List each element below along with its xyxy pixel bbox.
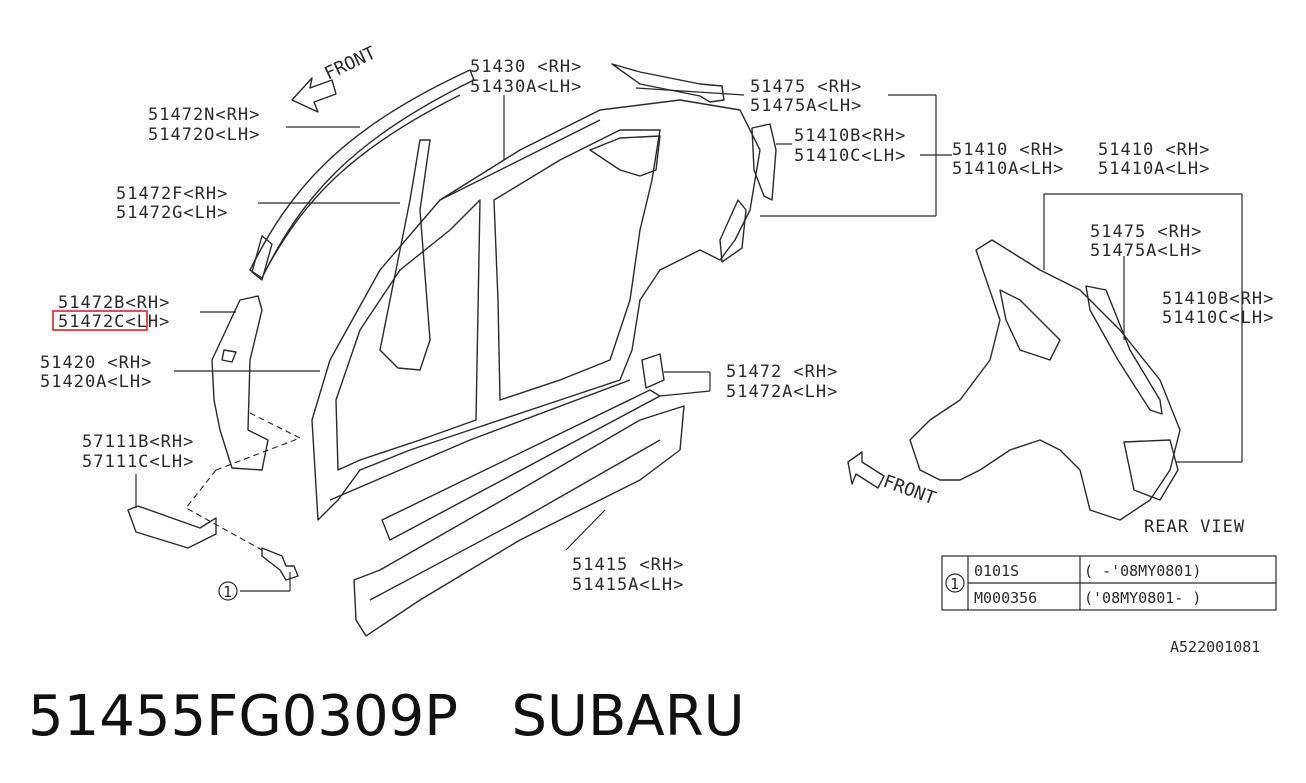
bracket-57111B: [127, 505, 217, 549]
svg-text:57111B<RH>: 57111B<RH>: [82, 432, 194, 452]
table-range-1: ( -'08MY0801): [1084, 562, 1201, 580]
rocker-outer-51415: [353, 405, 685, 637]
leader-lines: [135, 87, 1243, 592]
label-51472N: 51472N<RH> 51472O<LH>: [148, 105, 260, 145]
label-51472B: 51472B<RH> 51472C<LH>: [52, 293, 170, 332]
svg-text:51410C<LH>: 51410C<LH>: [1162, 308, 1274, 328]
label-51410B-right: 51410B<RH> 51410C<LH>: [1162, 289, 1274, 328]
svg-text:51472F<RH>: 51472F<RH>: [116, 184, 228, 204]
svg-text:51475 <RH>: 51475 <RH>: [1090, 222, 1202, 242]
sill-bracket-51472: [641, 353, 665, 389]
bolt-icon: [261, 547, 299, 581]
front-arrow-icon: [291, 77, 337, 113]
label-51415: 51415 <RH> 51415A<LH>: [572, 555, 684, 595]
svg-text:51430 <RH>: 51430 <RH>: [470, 57, 582, 77]
svg-text:51420 <RH>: 51420 <RH>: [40, 353, 152, 373]
label-51430: 51430 <RH> 51430A<LH>: [470, 57, 582, 97]
label-51475-right: 51475 <RH> 51475A<LH>: [1090, 222, 1202, 261]
label-51410-top: 51410 <RH> 51410A<LH>: [952, 140, 1064, 179]
front-label-rear: FRONT: [880, 471, 938, 509]
svg-text:51475A<LH>: 51475A<LH>: [1090, 241, 1202, 261]
front-arrow-icon: [847, 451, 885, 489]
svg-text:51472B<RH>: 51472B<RH>: [58, 293, 170, 313]
svg-text:51472 <RH>: 51472 <RH>: [726, 362, 838, 382]
svg-text:51415A<LH>: 51415A<LH>: [572, 575, 684, 595]
label-51410B-top: 51410B<RH> 51410C<LH>: [794, 126, 906, 166]
svg-text:51410A<LH>: 51410A<LH>: [1098, 159, 1210, 179]
a-pillar-reinforce-51472F: [251, 235, 273, 281]
reference-table: 1 0101S ( -'08MY0801) M000356 ('08MY0801…: [941, 555, 1277, 611]
highlight-box: [52, 310, 148, 331]
side-body-outer-51430: [311, 99, 761, 521]
table-part-2: M000356: [974, 589, 1037, 607]
svg-text:57111C<LH>: 57111C<LH>: [82, 452, 194, 472]
svg-text:51472A<LH>: 51472A<LH>: [726, 382, 838, 402]
rear-bracket: [719, 199, 747, 263]
bracket-51475-top: [611, 63, 725, 103]
svg-text:51472O<LH>: 51472O<LH>: [148, 125, 260, 145]
svg-text:51410B<RH>: 51410B<RH>: [794, 126, 906, 146]
svg-text:51475A<LH>: 51475A<LH>: [750, 96, 862, 116]
roof-rail-51472N: [249, 69, 475, 279]
table-ref-marker: 1: [950, 575, 959, 593]
wheel-arch-51410B-top: [751, 123, 777, 201]
rear-view-label: REAR VIEW: [1144, 517, 1245, 537]
svg-text:1: 1: [223, 583, 232, 601]
svg-text:51430A<LH>: 51430A<LH>: [470, 77, 582, 97]
pillar-part-51472B: [211, 295, 269, 471]
svg-text:51472G<LH>: 51472G<LH>: [116, 203, 228, 223]
ref-marker-1: 1: [218, 581, 238, 601]
diagram-code: A522001081: [1170, 638, 1260, 656]
svg-text:51472N<RH>: 51472N<RH>: [148, 105, 260, 125]
svg-text:51472C<LH>: 51472C<LH>: [58, 312, 170, 332]
svg-text:51410 <RH>: 51410 <RH>: [1098, 140, 1210, 160]
table-part-1: 0101S: [974, 562, 1019, 580]
svg-text:51410B<RH>: 51410B<RH>: [1162, 289, 1274, 309]
rear-view-assembly: [909, 239, 1181, 521]
svg-text:51410A<LH>: 51410A<LH>: [952, 159, 1064, 179]
label-51475-top: 51475 <RH> 51475A<LH>: [750, 77, 862, 116]
front-label-top: FRONT: [321, 43, 379, 85]
svg-text:51410C<LH>: 51410C<LH>: [794, 146, 906, 166]
svg-text:51410 <RH>: 51410 <RH>: [952, 140, 1064, 160]
label-51420: 51420 <RH> 51420A<LH>: [40, 353, 152, 392]
svg-text:51415 <RH>: 51415 <RH>: [572, 555, 684, 575]
svg-text:51420A<LH>: 51420A<LH>: [40, 372, 152, 392]
table-range-2: ('08MY0801- ): [1084, 589, 1201, 607]
svg-text:51475 <RH>: 51475 <RH>: [750, 77, 862, 97]
part-number-caption: 51455FG0309P SUBARU: [28, 684, 745, 749]
label-51410-right: 51410 <RH> 51410A<LH>: [1098, 140, 1210, 179]
label-51472F: 51472F<RH> 51472G<LH>: [116, 184, 228, 223]
label-57111B: 57111B<RH> 57111C<LH>: [82, 432, 194, 472]
label-51472: 51472 <RH> 51472A<LH>: [726, 362, 838, 402]
